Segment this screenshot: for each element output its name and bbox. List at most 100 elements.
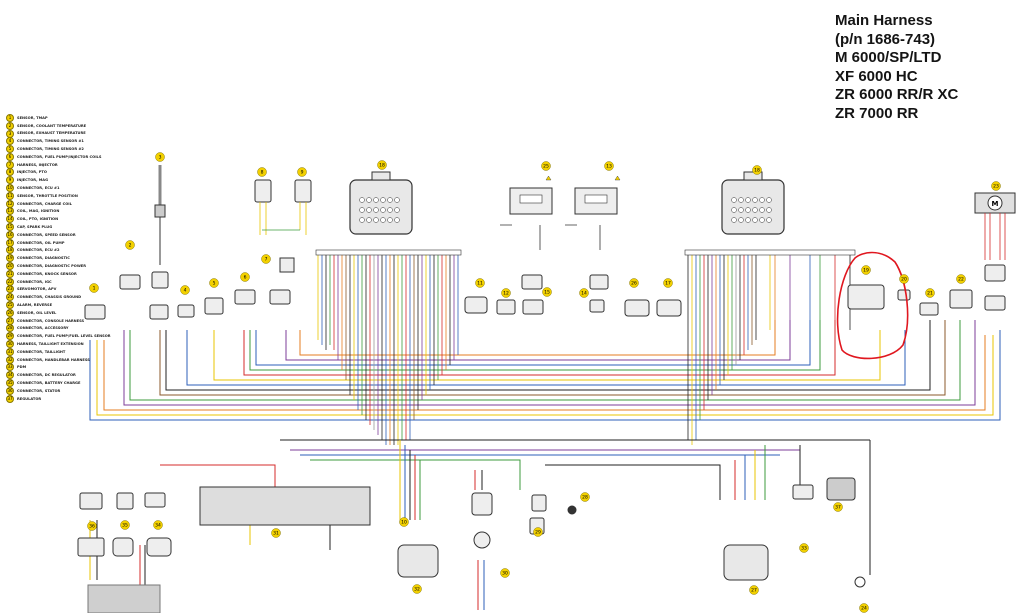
callout-number: 30: [502, 571, 508, 577]
callout-badge: [240, 272, 250, 282]
callout-badge: [261, 254, 271, 264]
legend-label: CONNECTOR, TAILLIGHT: [17, 349, 66, 354]
legend-number: 11: [6, 191, 14, 200]
callout-badge: [120, 520, 130, 530]
ignition-coil-mag: [500, 175, 553, 250]
callout-number: 22: [958, 277, 964, 283]
callout-badge: [125, 240, 135, 250]
title-line: XF 6000 HC: [835, 67, 918, 85]
callout-badge: [377, 160, 387, 170]
legend-label: HARNESS, TAILLIGHT EXTENSION: [17, 342, 84, 346]
legend-label: CONNECTOR, ECU #2: [17, 248, 60, 253]
callout-badge: [153, 520, 163, 530]
callout-number: 10: [401, 520, 407, 526]
callout-number: 9: [301, 170, 304, 176]
callout-badge: [580, 492, 590, 502]
callout-number: 25: [543, 164, 549, 170]
callout-badge: [501, 288, 511, 298]
legend-number: 6: [6, 152, 14, 161]
callout-number: 28: [582, 495, 588, 501]
legend-label: CONNECTOR, BATTERY CHARGE: [17, 380, 81, 385]
legend-number: 2: [6, 121, 14, 130]
callout-badge: [87, 521, 97, 531]
legend-number: 36: [6, 386, 14, 395]
legend-label: CONNECTOR, HANDLEBAR HARNESS: [17, 357, 90, 362]
callout-badge: [412, 584, 422, 594]
callout-badge: [861, 265, 871, 275]
callout-number: 18: [754, 168, 760, 174]
highlight-annotation: [836, 251, 909, 360]
legend-number: 27: [6, 316, 14, 325]
lower-row-components: [77, 477, 866, 613]
callout-number: 7: [265, 257, 268, 263]
legend-number: 17: [6, 238, 14, 247]
callout-badge: [541, 161, 551, 171]
legend-label: COIL, MAG, IGNITION: [17, 209, 60, 214]
legend-label: CONNECTOR, CONSOLE HARNESS: [17, 318, 85, 323]
ecu1-pin-wires: [317, 255, 459, 445]
legend-number: 35: [6, 379, 14, 387]
callout-number: 11: [477, 281, 483, 287]
legend-number: 13: [6, 207, 14, 216]
callout-number: 2: [129, 243, 132, 249]
callout-number: 4: [184, 288, 187, 294]
legend-label: COIL, PTO, IGNITION: [17, 217, 59, 222]
legend-number: 23: [6, 285, 14, 294]
legend-label: CONNECTOR, FUEL PUMP/INJECTOR COILS: [17, 154, 102, 159]
callout-badge: [533, 527, 543, 537]
callout-badge: [542, 287, 552, 297]
callout-number: 31: [273, 531, 279, 537]
legend-number: 19: [6, 254, 14, 263]
legend-label: CONNECTOR, SPEED SENSOR: [17, 232, 76, 237]
exhaust-temp-sensor: [151, 165, 169, 289]
injector-connectors: [254, 179, 312, 273]
legend-label: SENSOR, THROTTLE POSITION: [17, 193, 78, 198]
callout-number: 26: [631, 281, 637, 287]
legend-number: 3: [6, 129, 14, 138]
legend-number: 5: [6, 145, 14, 154]
callout-badge: [899, 274, 909, 284]
legend-label: CAP, SPARK PLUG: [17, 225, 53, 230]
callout-number: 36: [89, 524, 95, 530]
legend-label: CONNECTOR, DIAGNOSTIC POWER: [17, 264, 87, 269]
callout-number: 12: [503, 291, 509, 297]
legend-label: SENSOR, COOLANT TEMPERATURE: [17, 123, 87, 128]
title-line: Main Harness: [835, 12, 933, 29]
apv-servomotor: M: [974, 192, 1016, 260]
title-line: (p/n 1686-743): [835, 30, 936, 48]
callout-number: 8: [261, 170, 264, 176]
callout-badge: [629, 278, 639, 288]
upper-row-connectors: [84, 264, 1006, 320]
legend-label: SERVOMOTOR, APV: [17, 287, 57, 292]
callout-number: 27: [751, 588, 757, 594]
legend-label: CONNECTOR, ACCESSORY: [17, 326, 69, 331]
callout-number: 33: [801, 546, 807, 552]
callout-badge: [209, 278, 219, 288]
legend-number: 26: [6, 308, 14, 317]
callout-number: 18: [379, 163, 385, 169]
callout-badge: [271, 528, 281, 538]
lower-harness: [89, 439, 871, 610]
callout-badge: [89, 283, 99, 293]
